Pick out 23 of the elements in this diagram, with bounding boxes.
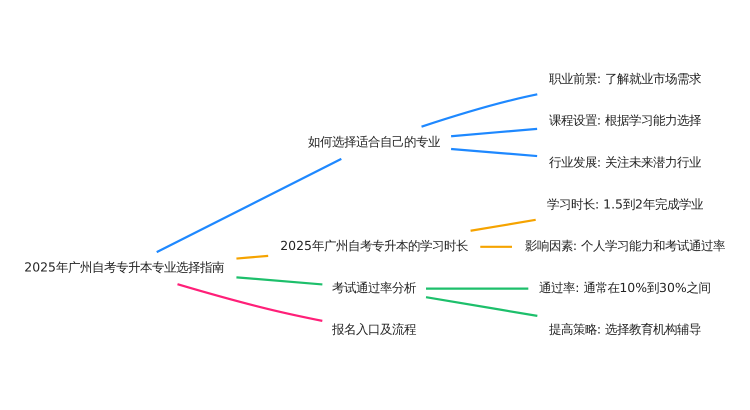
node-text: 2025年广州自考专升本的学习时长	[280, 238, 468, 254]
connector	[451, 148, 538, 158]
node-text: 提高策略: 选择教育机构辅导	[548, 322, 702, 337]
connector	[450, 128, 538, 138]
node-text: 通过率: 通常在10%到30%之间	[539, 280, 711, 295]
connector	[470, 218, 536, 232]
connector	[421, 93, 538, 128]
node-text: 影响因素: 个人学习能力和考试通过率	[524, 238, 726, 254]
node-text: 学习时长: 1.5到2年完成学业	[547, 196, 703, 212]
node-text: 职业前景: 了解就业市场需求	[548, 70, 702, 86]
node-text: 行业发展: 关注未来潜力行业	[548, 154, 702, 170]
connector	[480, 246, 512, 248]
connector	[236, 254, 268, 260]
connector	[426, 288, 528, 290]
node-text: 如何选择适合自己的专业	[308, 134, 440, 150]
connector	[156, 158, 342, 254]
connector	[426, 296, 538, 317]
connector	[177, 283, 323, 322]
node-text: 报名入口及流程	[332, 322, 416, 337]
node-text: 2025年广州自考专升本专业选择指南	[24, 259, 224, 274]
connector	[236, 276, 322, 286]
node-text: 课程设置: 根据学习能力选择	[548, 112, 702, 128]
node-text: 考试通过率分析	[332, 280, 416, 295]
